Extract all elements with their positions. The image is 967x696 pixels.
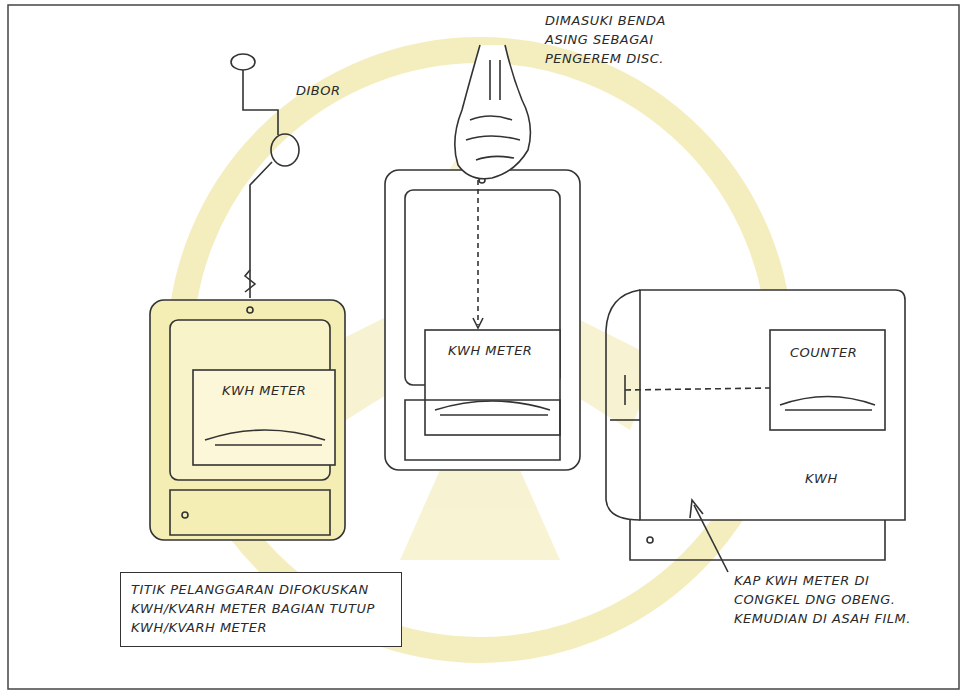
- drill-label: DIBOR: [296, 82, 386, 101]
- meter-brand-label: KWH: [805, 470, 865, 489]
- counter-label: COUNTER: [790, 344, 880, 363]
- note-box: TITIK PELANGGARAN DIFOKUSKAN KWH/KVARH M…: [120, 572, 402, 647]
- meter-face-label: KWH METER: [448, 342, 548, 361]
- annotation-text: DIMASUKI BENDA ASING SEBAGAI PENGEREM DI…: [545, 12, 685, 69]
- annotation-text: KAP KWH METER DI CONGKEL DNG OBENG. KEMU…: [734, 572, 912, 629]
- meter-face-label: KWH METER: [222, 382, 322, 401]
- note-text: TITIK PELANGGARAN DIFOKUSKAN KWH/KVARH M…: [131, 581, 391, 638]
